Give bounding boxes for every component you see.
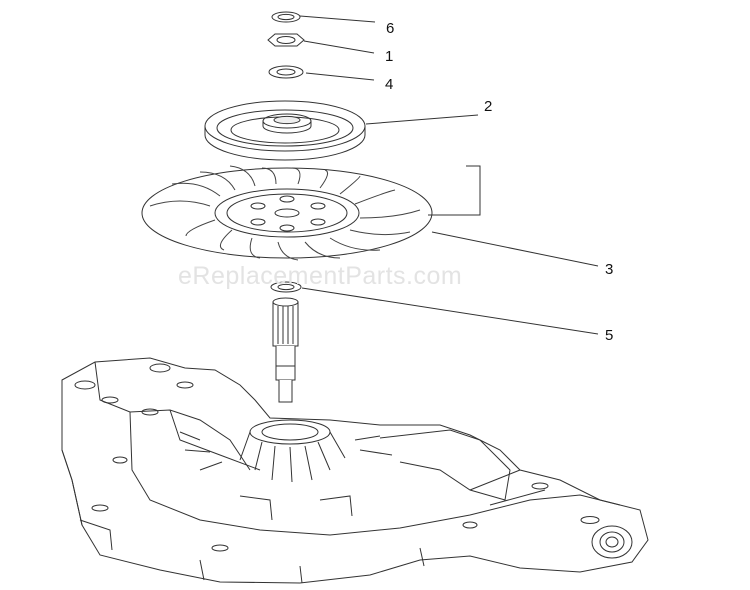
- part-4-washer: [268, 65, 375, 81]
- input-shaft: [272, 297, 299, 403]
- callout-2: 2: [484, 98, 493, 115]
- part-5-shaft-seal: [270, 281, 599, 335]
- callout-4: 4: [385, 76, 394, 93]
- part-3-cooling-fan: [141, 165, 599, 267]
- callout-1: 1: [385, 48, 394, 65]
- transmission-housing: [61, 357, 649, 584]
- part-1-nut: [267, 33, 375, 54]
- callout-3: 3: [605, 261, 614, 278]
- part-6-retaining-ring: [271, 11, 376, 23]
- part-2-pulley: [204, 100, 479, 161]
- callout-6: 6: [386, 20, 395, 37]
- watermark: eReplacementParts.com: [178, 262, 463, 290]
- callout-5: 5: [605, 327, 614, 344]
